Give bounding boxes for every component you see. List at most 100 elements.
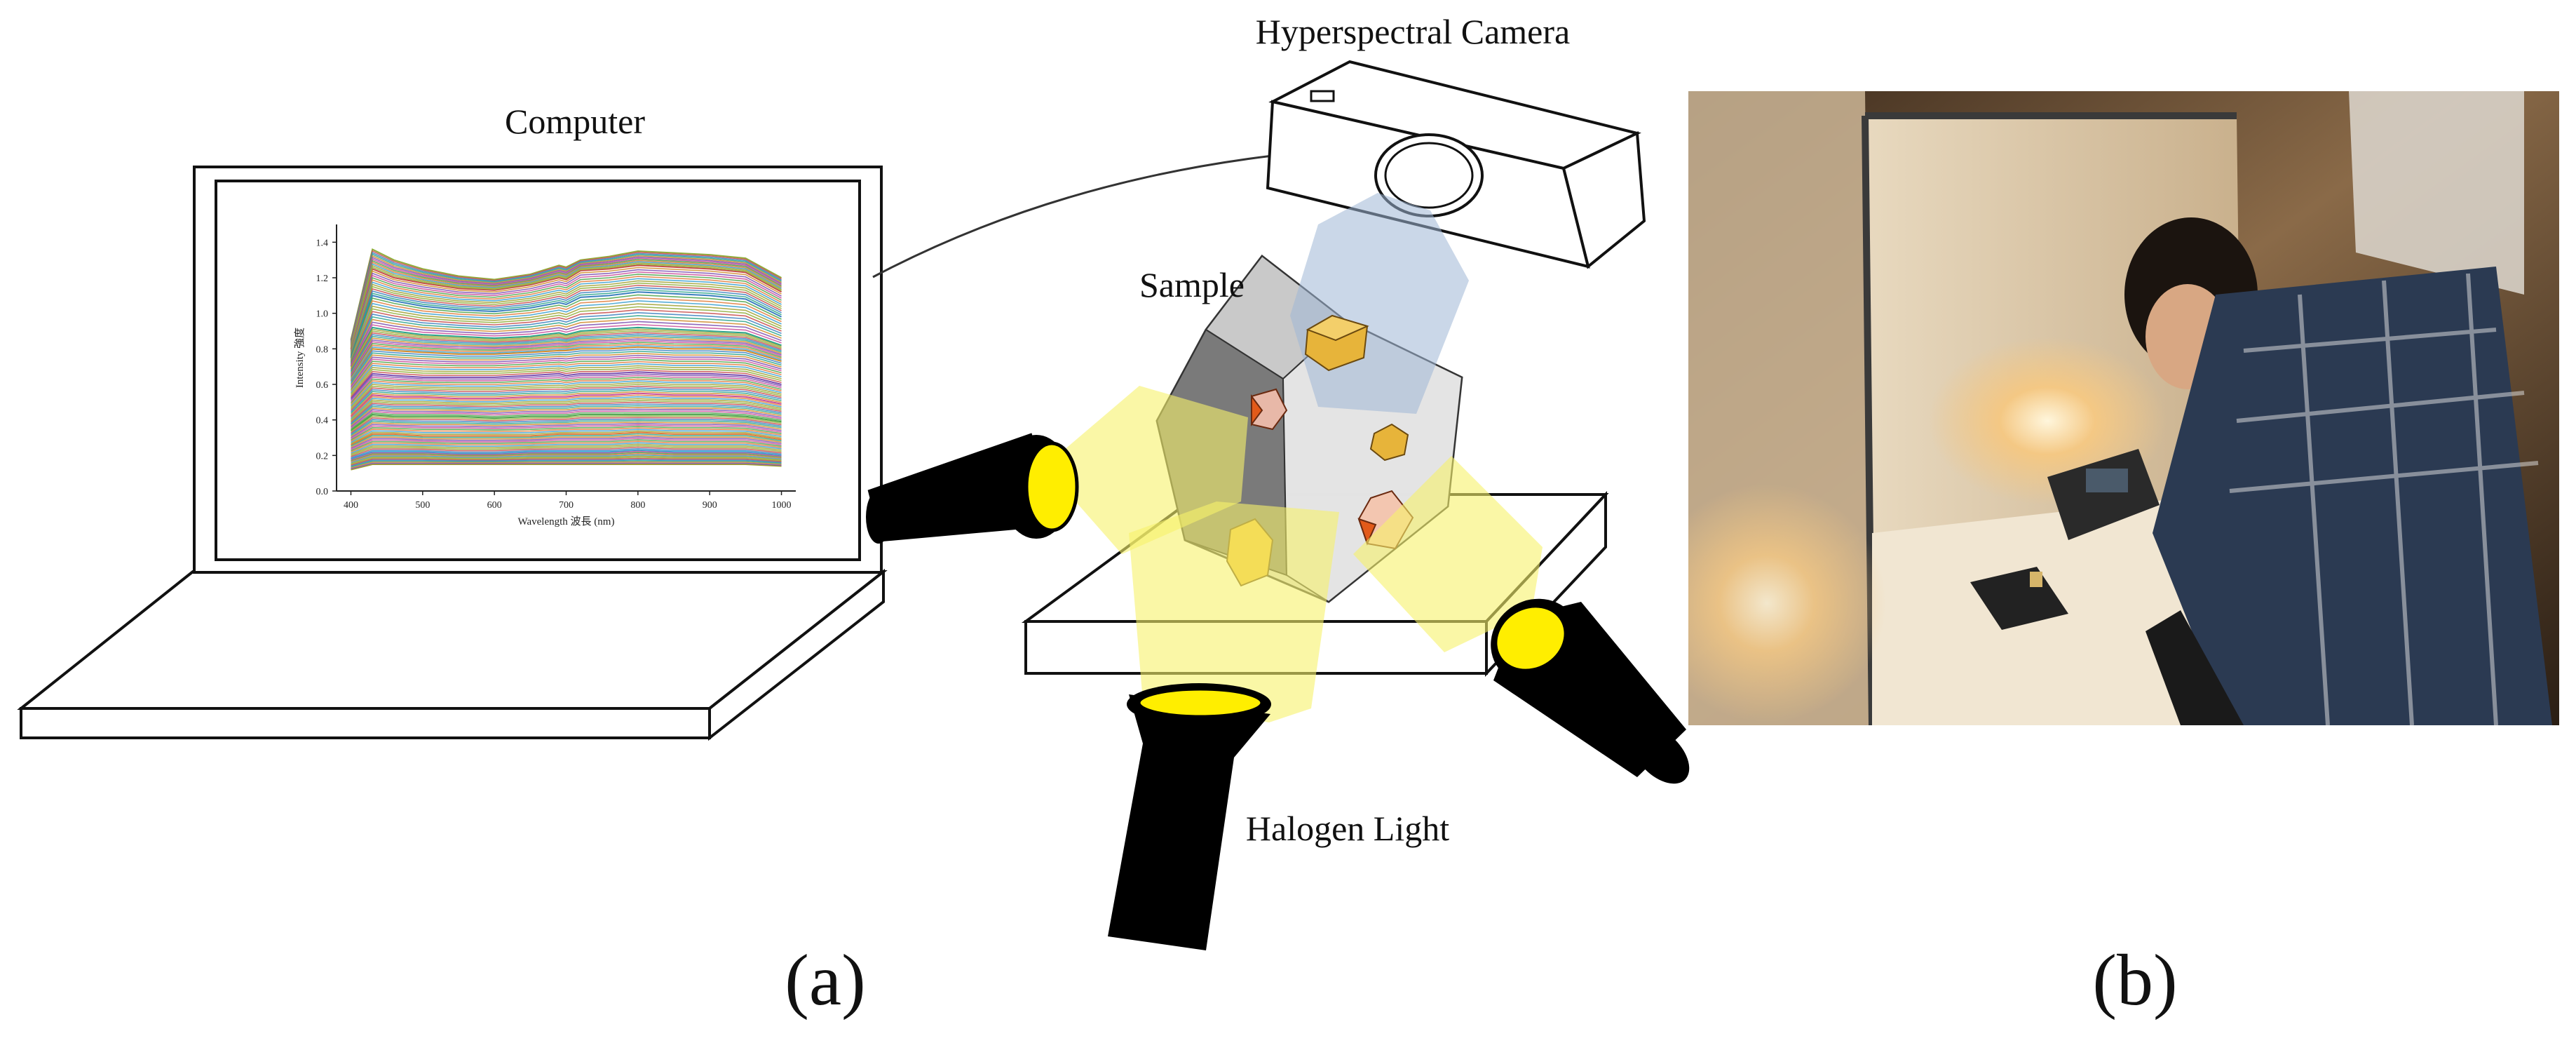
series-line-fill bbox=[351, 457, 782, 465]
series-line-fill bbox=[350, 323, 782, 366]
series-line-fill bbox=[351, 443, 782, 455]
series-line-fill bbox=[351, 421, 782, 437]
photo-light-glow-2 bbox=[1688, 484, 1886, 722]
series-line-fill bbox=[350, 262, 782, 348]
camera-lens-inner bbox=[1384, 142, 1474, 209]
series-line-fill bbox=[350, 401, 782, 423]
photo bbox=[1688, 91, 2559, 725]
label-sample: Sample bbox=[1139, 265, 1245, 304]
series-line-fill bbox=[351, 460, 782, 468]
series-line-fill bbox=[350, 410, 782, 429]
series-line-fill bbox=[350, 399, 782, 422]
series-line-fill bbox=[350, 297, 782, 360]
hyperspectral-camera bbox=[1266, 60, 1646, 269]
lamp-bottom-lens bbox=[1137, 687, 1264, 719]
series-line-fill bbox=[350, 269, 782, 351]
series-line-fill bbox=[351, 457, 782, 466]
series-line-fill bbox=[350, 318, 782, 365]
series-line-fill bbox=[351, 415, 782, 433]
series-line-fill bbox=[350, 350, 782, 384]
photo-sample bbox=[2030, 572, 2042, 587]
series-line-fill bbox=[350, 309, 782, 363]
series-line bbox=[350, 248, 782, 340]
halogen-lamp-bottom bbox=[1108, 683, 1271, 950]
photo-handheld-camera bbox=[2047, 449, 2160, 540]
series-line-fill bbox=[351, 454, 782, 464]
series-line-fill bbox=[351, 446, 782, 457]
series-line-fill bbox=[350, 361, 782, 392]
series-line-fill bbox=[351, 461, 782, 469]
series-line-fill bbox=[350, 358, 782, 391]
y-tick-label: 0.6 bbox=[316, 380, 329, 391]
series-line-fill bbox=[350, 343, 782, 379]
photo-tripod bbox=[2145, 610, 2244, 725]
series-line-fill bbox=[351, 418, 782, 435]
y-tick-label: 0.4 bbox=[316, 416, 329, 426]
x-tick-label: 500 bbox=[415, 500, 430, 511]
series-line-fill bbox=[351, 434, 782, 448]
label-camera: Hyperspectral Camera bbox=[1256, 12, 1570, 51]
series-line-fill bbox=[351, 427, 782, 442]
y-tick-label: 0.2 bbox=[316, 451, 329, 462]
x-tick-label: 800 bbox=[630, 500, 645, 511]
series-line-fill bbox=[350, 354, 782, 387]
series-line-fill bbox=[350, 315, 782, 364]
photo-shirt-pattern bbox=[2229, 273, 2539, 725]
series-line-fill bbox=[351, 442, 782, 454]
x-axis-label: Wavelength 波長 (nm) bbox=[518, 516, 615, 527]
laptop-base-front bbox=[20, 707, 711, 739]
series-line-fill bbox=[351, 445, 782, 457]
series-line-fill bbox=[350, 333, 782, 372]
y-tick-label: 1.0 bbox=[316, 309, 329, 320]
series-line-fill bbox=[350, 369, 782, 398]
crystal-4-face bbox=[1357, 518, 1377, 546]
chart-series bbox=[350, 248, 782, 471]
series-line-fill bbox=[350, 412, 782, 430]
series-line-fill bbox=[350, 384, 782, 410]
series-line-fill bbox=[350, 287, 782, 357]
series-line-fill bbox=[350, 257, 782, 345]
series-line-fill bbox=[350, 389, 782, 414]
beam-bottom bbox=[1129, 502, 1339, 722]
camera-button bbox=[1310, 90, 1335, 102]
y-tick-label: 1.2 bbox=[316, 274, 329, 284]
lamp-left-lens bbox=[1024, 441, 1079, 532]
series-line-fill bbox=[350, 363, 782, 393]
laptop-base-side bbox=[708, 568, 885, 741]
series-line-fill bbox=[350, 352, 782, 386]
lamp-right-back bbox=[1631, 725, 1690, 784]
panel-label-a: (a) bbox=[785, 940, 865, 1021]
series-line-fill bbox=[351, 419, 782, 436]
series-line-fill bbox=[350, 348, 782, 383]
series-line-fill bbox=[351, 452, 782, 462]
label-computer: Computer bbox=[505, 102, 645, 141]
series-line bbox=[350, 346, 782, 382]
y-tick-label: 0.0 bbox=[316, 487, 329, 497]
series-line-fill bbox=[350, 339, 782, 377]
laptop bbox=[17, 166, 888, 741]
lamp-left-back bbox=[866, 490, 891, 544]
series-line-fill bbox=[351, 455, 782, 464]
series-line-fill bbox=[350, 261, 782, 347]
series-line-fill bbox=[350, 303, 782, 361]
series-line-fill bbox=[351, 438, 782, 450]
halogen-lamp-right bbox=[1491, 598, 1690, 784]
series-line-fill bbox=[350, 380, 782, 407]
series-line-fill bbox=[350, 289, 782, 358]
series-line-fill bbox=[350, 259, 782, 346]
series-line-fill bbox=[351, 426, 782, 441]
series-line bbox=[351, 464, 782, 471]
series-line-fill bbox=[350, 251, 782, 342]
series-line-fill bbox=[350, 330, 782, 370]
series-line-fill bbox=[350, 377, 782, 404]
series-line bbox=[350, 371, 782, 399]
series-line-fill bbox=[351, 439, 782, 452]
series-line-fill bbox=[350, 260, 782, 346]
series-line-fill bbox=[350, 367, 782, 396]
photo-camera-screen bbox=[2086, 469, 2128, 492]
series-line-fill bbox=[350, 378, 782, 405]
photo-standing-person bbox=[2349, 91, 2524, 295]
